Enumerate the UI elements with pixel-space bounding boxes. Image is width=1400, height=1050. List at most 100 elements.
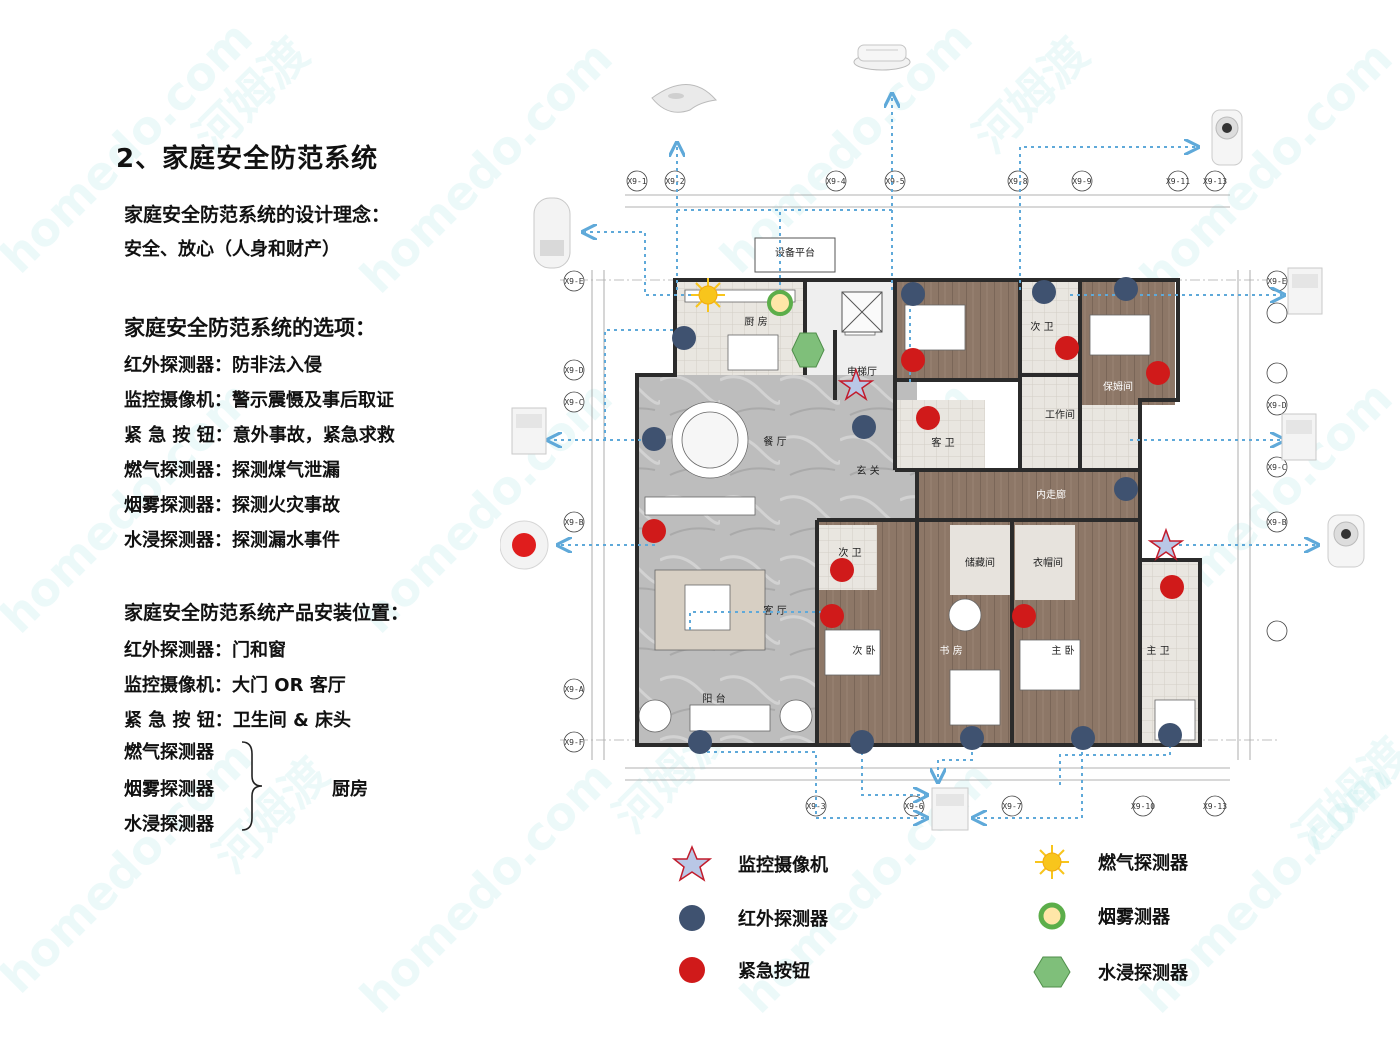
kitchen-group: 燃气探测器 烟雾探测器 水浸探测器 厨房	[124, 738, 424, 838]
svg-text:X9-B: X9-B	[1267, 518, 1286, 527]
ir-dot-icon	[850, 730, 874, 754]
svg-text:X9-E: X9-E	[1267, 277, 1286, 286]
svg-text:主 卧: 主 卧	[1051, 644, 1074, 657]
red-dot-icon	[1160, 575, 1184, 599]
svg-text:保姆间: 保姆间	[1103, 380, 1133, 393]
svg-text:X9-A: X9-A	[564, 685, 583, 694]
connectors	[550, 96, 1316, 818]
ir-dot-icon	[1114, 277, 1138, 301]
star-icon	[837, 367, 875, 401]
svg-text:X9-2: X9-2	[665, 177, 684, 186]
svg-text:次 卧: 次 卧	[934, 320, 957, 333]
legend-label: 燃气探测器	[1098, 853, 1188, 874]
svg-text:工作间: 工作间	[1045, 408, 1075, 421]
svg-text:X9-9: X9-9	[1072, 177, 1091, 186]
ir-dot-icon	[679, 905, 705, 931]
red-dot-icon	[1012, 604, 1036, 628]
ir-dot-icon	[672, 326, 696, 350]
ir-dot-icon	[901, 282, 925, 306]
svg-text:玄 关: 玄 关	[856, 464, 879, 477]
option-item: 水浸探测器：探测漏水事件	[124, 530, 340, 551]
camera-device-icon	[1327, 514, 1365, 568]
axis-labels-bottom: X9-3 X9-6 X9-7 X9-10 X9-13	[806, 802, 1227, 811]
camera-device-icon	[1211, 109, 1243, 166]
ir-dot-icon	[642, 427, 666, 451]
red-dot-icon	[916, 406, 940, 430]
room-labels: 厨 房 电梯厅 次 卧 次 卫 保姆间 工作间 客 卫 餐 厅 玄 关 内走廊 …	[702, 315, 1169, 705]
svg-text:次 卧: 次 卧	[852, 644, 875, 657]
curly-brace-icon	[241, 741, 263, 831]
balcony-room	[754, 237, 836, 273]
svg-text:X9-E: X9-E	[564, 277, 583, 286]
ir-dot-icon	[1158, 723, 1182, 747]
red-dot-icon	[1055, 336, 1079, 360]
ir-dot-icon	[852, 415, 876, 439]
legend-label: 烟雾测器	[1098, 907, 1170, 928]
install-item: 监控摄像机：大门 OR 客厅	[124, 675, 346, 696]
svg-text:X9-11: X9-11	[1166, 177, 1190, 186]
red-dot-icon	[901, 348, 925, 372]
red-dot-icon	[679, 957, 705, 983]
floor-plan: X9-1 X9-2 X9-4 X9-5 X9-8 X9-9 X9-11 X9-1…	[500, 0, 1400, 1050]
install-item: 紧 急 按 钮：卫生间 & 床头	[124, 710, 352, 731]
star-icon	[672, 845, 712, 882]
kitchen-target: 厨房	[332, 779, 368, 800]
ir-dot-icon	[688, 730, 712, 754]
ir-dot-icon	[1032, 280, 1056, 304]
legend-item: 紧急按钮	[672, 950, 810, 990]
svg-text:内走廊: 内走廊	[1036, 488, 1066, 501]
hexagon-icon	[791, 332, 825, 368]
legend-label: 水浸探测器	[1098, 963, 1188, 984]
concept-heading: 家庭安全防范系统的设计理念：	[124, 204, 391, 226]
svg-text:X9-10: X9-10	[1131, 802, 1155, 811]
options-heading: 家庭安全防范系统的选项：	[124, 316, 376, 340]
install-heading: 家庭安全防范系统产品安装位置：	[124, 602, 410, 624]
dimension-lines	[591, 194, 1251, 781]
axis-labels-left: X9-E X9-D X9-C X9-B X9-A X9-F	[564, 277, 583, 747]
walls	[635, 278, 1202, 747]
red-dot-icon	[642, 519, 666, 543]
option-item: 烟雾探测器：探测火灾事故	[124, 495, 340, 516]
section-title: 2、家庭安全防范系统	[116, 144, 379, 174]
svg-text:X9-8: X9-8	[1008, 177, 1027, 186]
axis-bubbles-right	[1266, 270, 1288, 642]
ir-sensor-device-icon	[651, 84, 717, 113]
legend-item: 红外探测器	[672, 898, 828, 938]
hexagon-icon	[1033, 956, 1071, 988]
pir-sensor-device-icon	[1281, 413, 1317, 461]
svg-text:餐 厅: 餐 厅	[763, 435, 786, 448]
ring-icon	[767, 290, 793, 316]
kitchen-group-item: 烟雾探测器	[124, 779, 214, 800]
red-dot-icon	[1146, 361, 1170, 385]
option-item: 紧 急 按 钮：意外事故，紧急求救	[124, 425, 395, 446]
ir-dot-icon	[1071, 726, 1095, 750]
text-panel: 2、家庭安全防范系统 家庭安全防范系统的设计理念： 安全、放心（人身和财产） 家…	[0, 0, 500, 1050]
option-item: 燃气探测器：探测煤气泄漏	[124, 460, 340, 481]
svg-text:X9-B: X9-B	[564, 518, 583, 527]
pir-sensor-device-icon	[1287, 267, 1323, 315]
svg-text:电梯厅: 电梯厅	[847, 365, 877, 378]
legend-item: 烟雾测器	[1032, 896, 1170, 936]
axis-labels-right: X9-E X9-D X9-C X9-B	[1267, 277, 1286, 527]
axis-bubbles-top	[626, 170, 1226, 192]
kitchen-group-item: 水浸探测器	[124, 814, 214, 835]
svg-text:X9-1: X9-1	[627, 177, 646, 186]
ring-icon	[1038, 902, 1066, 930]
ir-dot-icon	[960, 726, 984, 750]
svg-text:厨 房: 厨 房	[744, 315, 767, 328]
svg-text:衣帽间: 衣帽间	[1033, 556, 1063, 569]
svg-text:X9-13: X9-13	[1203, 802, 1227, 811]
ir-dot-icon	[1114, 477, 1138, 501]
legend-item: 燃气探测器	[1032, 842, 1188, 882]
gas-detector-device-icon	[533, 197, 571, 269]
pir-sensor-device-icon	[931, 787, 969, 831]
svg-text:X9-13: X9-13	[1203, 177, 1227, 186]
svg-text:X9-F: X9-F	[564, 738, 583, 747]
axis-labels-top: X9-1 X9-2 X9-4 X9-5 X9-8 X9-9 X9-11 X9-1…	[627, 177, 1227, 186]
axis-bubbles-left	[563, 270, 585, 753]
legend-label: 红外探测器	[738, 909, 828, 930]
concept-text: 安全、放心（人身和财产）	[124, 239, 340, 260]
svg-text:次 卫: 次 卫	[838, 546, 861, 559]
svg-text:次 卫: 次 卫	[1030, 320, 1053, 333]
